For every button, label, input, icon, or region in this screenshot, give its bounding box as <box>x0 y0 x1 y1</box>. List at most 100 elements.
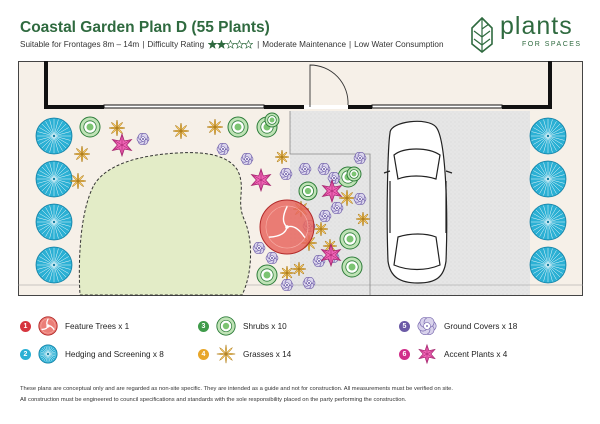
legend-label: Feature Trees x 1 <box>65 321 130 331</box>
grass-icon <box>73 145 91 163</box>
hedging-icon <box>529 246 567 284</box>
page-title: Coastal Garden Plan D (55 Plants) <box>20 19 270 36</box>
hedging-icon <box>35 246 73 284</box>
separator: | <box>349 40 352 49</box>
shrub-icon <box>341 256 363 278</box>
shrub-icon <box>339 228 361 250</box>
car <box>383 120 453 284</box>
lawn <box>78 152 252 296</box>
accent-plant-icon <box>250 167 272 193</box>
legend-item: 6 Accent Plants x 4 <box>399 343 507 365</box>
legend-number-badge: 4 <box>198 348 209 360</box>
hedging-icon <box>35 160 73 198</box>
grass-icon <box>216 344 236 364</box>
water-text: Low Water Consumption <box>354 40 444 49</box>
star-icon <box>235 40 245 49</box>
hedging-icon <box>529 117 567 155</box>
accent-plant-icon <box>111 132 133 158</box>
ground-cover-icon <box>265 252 279 264</box>
shrub-icon <box>264 112 280 128</box>
legend-item: 2 Hedging and Screening x 8 <box>20 343 164 365</box>
shrub-icon <box>346 166 362 182</box>
hedging-icon <box>529 160 567 198</box>
legend-label: Ground Covers x 18 <box>444 321 518 331</box>
legend-label: Accent Plants x 4 <box>444 349 508 359</box>
house-wall <box>44 61 552 109</box>
ground-cover-icon <box>312 255 326 267</box>
ground-cover-icon <box>318 210 332 222</box>
ground-cover-icon <box>353 193 367 205</box>
maintenance-text: Moderate Maintenance <box>262 40 347 49</box>
ground-cover-icon <box>279 168 293 180</box>
legend-item: 4 Grasses x 14 <box>198 343 291 365</box>
shrub-icon <box>256 264 278 286</box>
garden-plan <box>18 61 583 296</box>
disclaimer-line-2: All construction must be engineered to c… <box>20 397 407 403</box>
difficulty-stars <box>208 40 254 49</box>
legend-number-badge: 5 <box>399 320 410 332</box>
grass-icon <box>206 118 224 136</box>
shrub-icon <box>298 181 318 201</box>
hedging-icon <box>529 203 567 241</box>
grass-icon <box>274 149 290 165</box>
grass-icon <box>69 172 87 190</box>
logo-word: plants <box>500 12 573 40</box>
legend-label: Grasses x 14 <box>243 349 292 359</box>
shrub-icon <box>79 116 101 138</box>
legend-number-badge: 2 <box>20 348 31 360</box>
legend-label: Hedging and Screening x 8 <box>65 349 164 359</box>
ground-cover-icon <box>327 172 341 184</box>
legend-item: 5 Ground Covers x 18 <box>399 315 517 337</box>
star-icon <box>208 40 218 49</box>
bed-edge <box>289 111 371 295</box>
ground-cover-icon <box>330 202 344 214</box>
accent-plant-icon <box>418 343 436 365</box>
legend: 1 Feature Trees x 1 2 Hedging and Screening… <box>20 315 580 365</box>
ground-cover-icon <box>317 163 331 175</box>
accent-plant-icon <box>320 242 342 268</box>
shrub-icon <box>227 116 249 138</box>
shrub-icon <box>216 316 236 336</box>
legend-item: 3 Shrubs x 10 <box>198 315 287 337</box>
grass-icon <box>355 211 371 227</box>
star-icon <box>226 40 236 49</box>
ground-cover-icon <box>298 163 312 175</box>
separator: | <box>257 40 260 49</box>
hedging-icon <box>38 344 58 364</box>
hedging-icon <box>35 117 73 155</box>
grass-icon <box>279 265 295 281</box>
legend-number-badge: 1 <box>20 320 31 332</box>
ground-cover-icon <box>240 153 254 165</box>
ground-cover-icon <box>417 317 437 335</box>
accent-plant-icon <box>321 178 343 204</box>
grass-icon <box>108 119 126 137</box>
ground-cover-icon <box>136 133 150 145</box>
disclaimer-line-1: These plans are conceptual only and are … <box>20 386 453 392</box>
separator: | <box>142 40 145 49</box>
frontage-text: Suitable for Frontages 8m – 14m <box>20 40 140 49</box>
legend-number-badge: 3 <box>198 320 209 332</box>
brand-logo: plants FOR SPACES <box>470 12 585 56</box>
legend-label: Shrubs x 10 <box>243 321 287 331</box>
star-icon <box>217 40 227 49</box>
grass-icon <box>313 221 329 237</box>
feature-tree-icon <box>38 316 58 336</box>
ground-cover-icon <box>216 143 230 155</box>
plants-layer <box>35 112 567 291</box>
logo-subtitle: FOR SPACES <box>522 41 582 48</box>
plan-attributes: Suitable for Frontages 8m – 14m | Diffic… <box>20 40 444 49</box>
star-icon <box>244 40 254 49</box>
ground-cover-icon <box>353 152 367 164</box>
grass-icon <box>338 189 356 207</box>
legend-number-badge: 6 <box>399 348 410 360</box>
ground-cover-icon <box>302 277 316 289</box>
ground-cover-icon <box>252 242 266 254</box>
grass-icon <box>291 261 307 277</box>
grass-icon <box>172 122 190 140</box>
disclaimer: These plans are conceptual only and are … <box>20 384 453 406</box>
hedging-icon <box>35 203 73 241</box>
feature-tree-icon <box>259 199 315 255</box>
leaf-icon <box>471 17 493 53</box>
front-door <box>309 64 349 107</box>
legend-item: 1 Feature Trees x 1 <box>20 315 129 337</box>
